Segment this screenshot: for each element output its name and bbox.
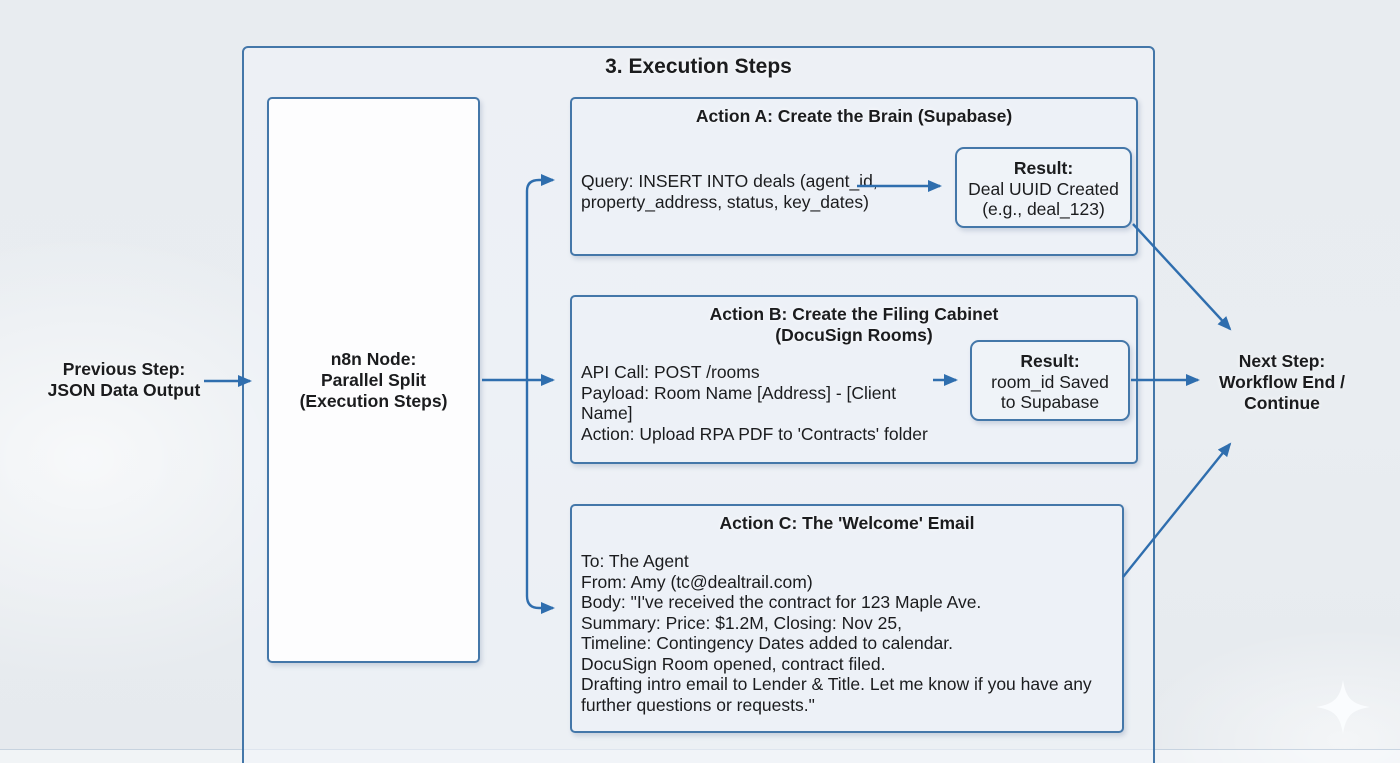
action-b-body-line: Name]	[581, 403, 633, 423]
action-c-box: Action C: The 'Welcome' Email To: The Ag…	[570, 504, 1124, 733]
next-step-line: Workflow End /	[1218, 372, 1346, 392]
next-step-label: Next Step: Workflow End / Continue	[1192, 351, 1372, 414]
n8n-node-box: n8n Node: Parallel Split (Execution Step…	[267, 97, 480, 663]
previous-step-label: Previous Step: JSON Data Output	[24, 359, 224, 401]
action-b-box: Action B: Create the Filing Cabinet (Doc…	[570, 295, 1138, 464]
action-b-body-line: Payload: Room Name [Address] - [Client	[581, 382, 897, 403]
action-b-title-line: Action B: Create the Filing Cabinet	[709, 304, 999, 324]
action-a-body-line: Query: INSERT INTO deals (agent_id,	[581, 171, 878, 191]
action-c-body-line: further questions or requests."	[581, 694, 815, 715]
action-b-body-line: Action: Upload RPA PDF to 'Contracts' fo…	[581, 423, 928, 444]
action-a-title: Action A: Create the Brain (Supabase)	[572, 106, 1136, 127]
n8n-node-line: n8n Node:	[330, 348, 417, 369]
action-b-body-line: API Call: POST /rooms	[581, 362, 760, 382]
action-a-title-line: Action A: Create the Brain (Supabase)	[695, 106, 1013, 126]
diagram-title: 3. Execution Steps	[605, 55, 792, 78]
result-label: Result:	[1013, 158, 1074, 178]
action-b-title-line: (DocuSign Rooms)	[775, 324, 933, 345]
action-c-body-line: Timeline: Contingency Dates added to cal…	[581, 633, 953, 653]
action-c-body-line: Body: "I've received the contract for 12…	[581, 592, 982, 612]
action-c-body-line: Drafting intro email to Lender & Title. …	[581, 674, 1092, 694]
n8n-node-line: (Execution Steps)	[299, 390, 448, 411]
action-c-body-line: From: Amy (tc@dealtrail.com)	[581, 571, 813, 592]
action-a-result-box: Result: Deal UUID Created (e.g., deal_12…	[955, 147, 1132, 228]
action-a-body: Query: INSERT INTO deals (agent_id, prop…	[581, 171, 1128, 212]
previous-step-line: JSON Data Output	[47, 380, 201, 400]
sparkle-icon	[1315, 679, 1371, 735]
action-c-title: Action C: The 'Welcome' Email	[572, 513, 1122, 534]
action-b-title: Action B: Create the Filing Cabinet (Doc…	[572, 304, 1136, 345]
result-line: (e.g., deal_123)	[982, 199, 1105, 219]
action-c-body-line: To: The Agent	[581, 551, 689, 571]
result-line: room_id Saved	[991, 371, 1109, 392]
action-b-result-box: Result: room_id Saved to Supabase	[970, 340, 1130, 421]
action-a-body-line: property_address, status, key_dates)	[581, 191, 869, 212]
action-c-body-line: DocuSign Room opened, contract filed.	[581, 653, 886, 674]
action-b-body: API Call: POST /rooms Payload: Room Name…	[581, 362, 1128, 444]
previous-step-line: Previous Step:	[62, 359, 186, 379]
action-c-body-line: Summary: Price: $1.2M, Closing: Nov 25,	[581, 612, 902, 633]
next-step-line: Next Step:	[1238, 351, 1326, 371]
result-line: to Supabase	[1000, 392, 1100, 412]
result-line: Deal UUID Created	[968, 178, 1119, 199]
n8n-node-line: Parallel Split	[320, 369, 427, 390]
result-label: Result:	[1020, 351, 1080, 371]
action-c-body: To: The Agent From: Amy (tc@dealtrail.co…	[581, 551, 1114, 715]
n8n-node-label: n8n Node: Parallel Split (Execution Step…	[300, 349, 448, 412]
action-c-title-line: Action C: The 'Welcome' Email	[719, 513, 975, 533]
next-step-line: Continue	[1244, 393, 1320, 413]
